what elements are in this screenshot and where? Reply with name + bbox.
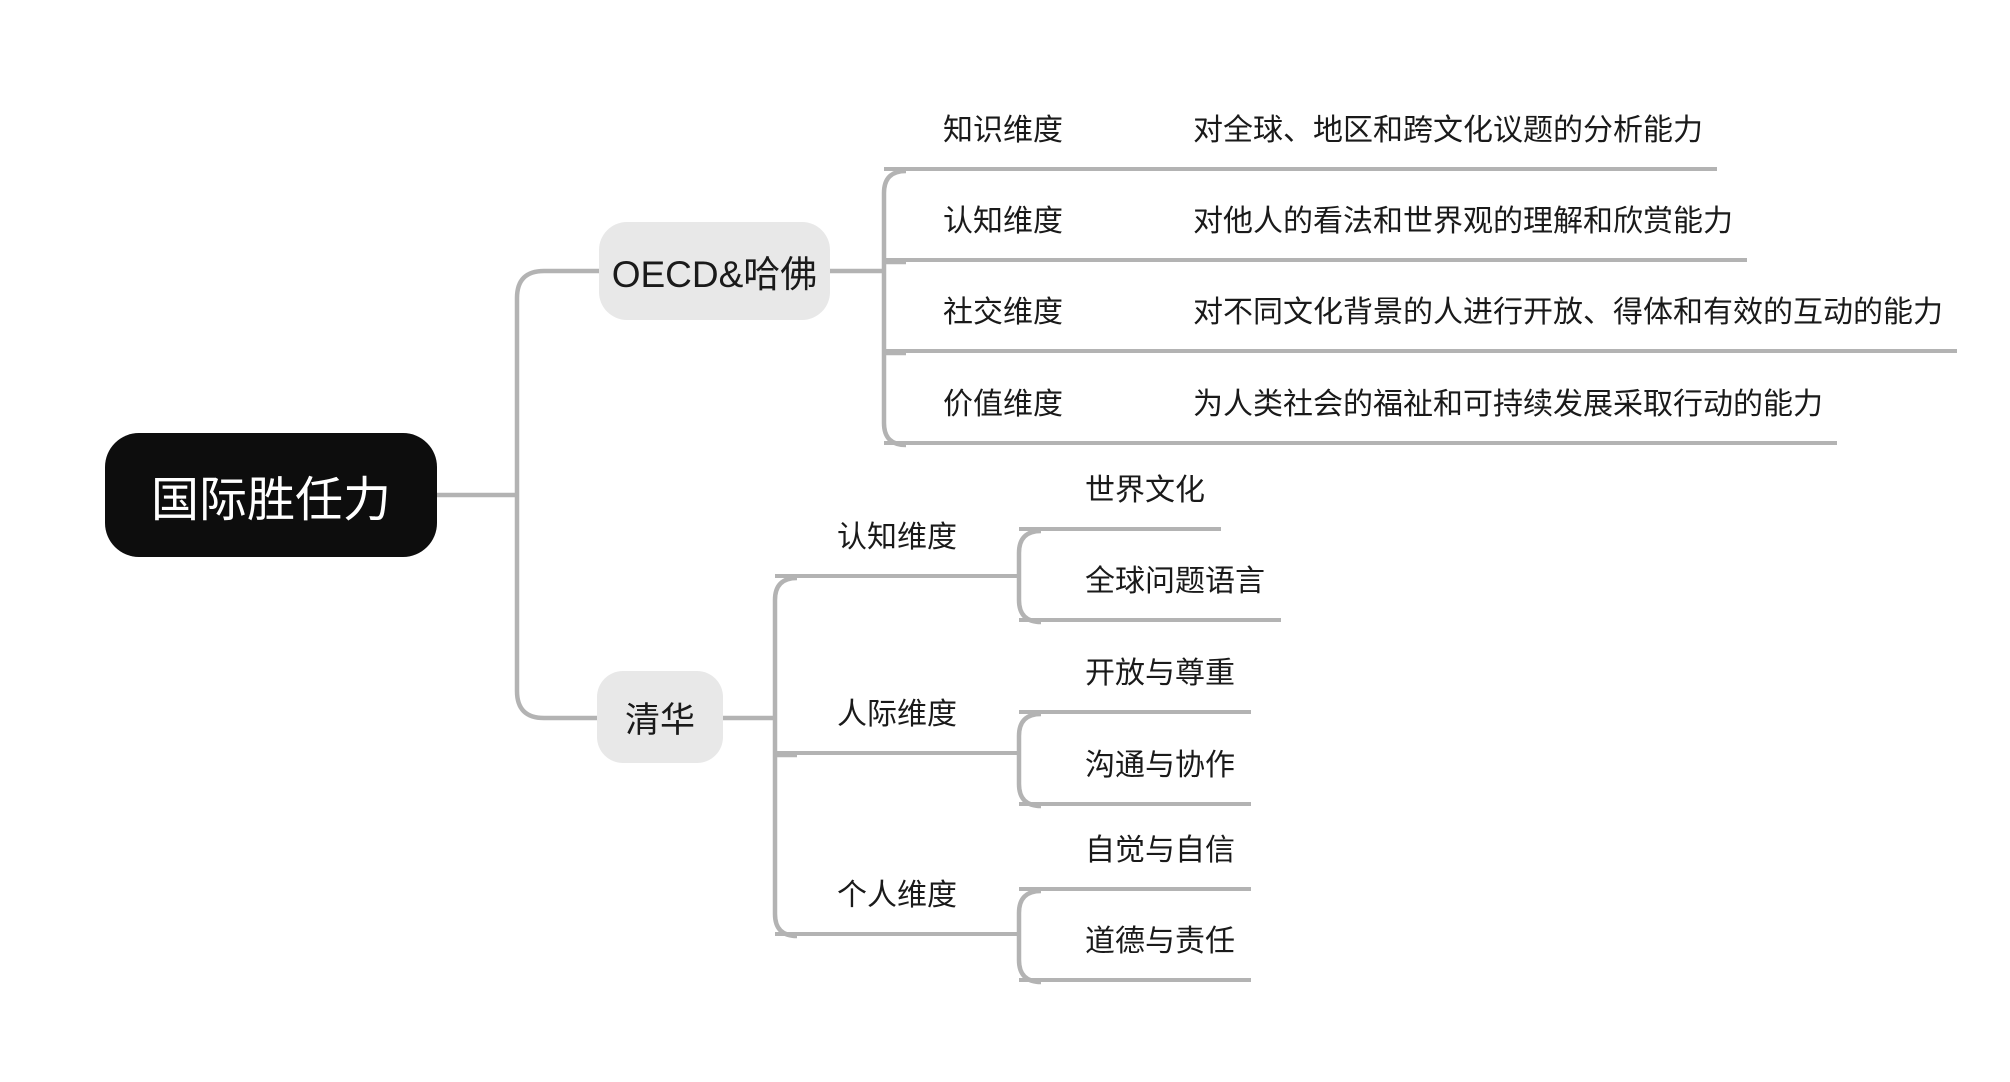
- branch-topic-oecd-harvard[interactable]: OECD&哈佛: [599, 222, 830, 320]
- subtopic-row-world-culture[interactable]: 世界文化: [1019, 469, 1221, 531]
- topic-row-interpersonal-dimension[interactable]: 人际维度: [775, 693, 1019, 755]
- topic-row-cognitive-dimension-tsinghua[interactable]: 认知维度: [775, 516, 1019, 578]
- topic-row-knowledge-dimension[interactable]: 知识维度 对全球、地区和跨文化议题的分析能力: [884, 109, 1717, 171]
- subtopic-row-awareness-confidence[interactable]: 自觉与自信: [1019, 829, 1251, 891]
- topic-description: 对他人的看法和世界观的理解和欣赏能力: [1193, 205, 1733, 238]
- topic-label: 价值维度: [943, 388, 1063, 421]
- topic-label: 知识维度: [943, 114, 1063, 147]
- subtopic-row-morality-responsibility[interactable]: 道德与责任: [1019, 920, 1251, 982]
- topic-row-cognitive-dimension[interactable]: 认知维度 对他人的看法和世界观的理解和欣赏能力: [884, 200, 1747, 262]
- topic-row-social-dimension[interactable]: 社交维度 对不同文化背景的人进行开放、得体和有效的互动的能力: [884, 291, 1957, 353]
- subtopic-row-communication-collaboration[interactable]: 沟通与协作: [1019, 744, 1251, 806]
- main-spine-line: [514, 268, 599, 721]
- root-topic[interactable]: 国际胜任力: [105, 433, 437, 557]
- subtopic-row-openness-respect[interactable]: 开放与尊重: [1019, 652, 1251, 714]
- topic-description: 为人类社会的福祉和可持续发展采取行动的能力: [1193, 388, 1823, 421]
- topic-label: 认知维度: [943, 205, 1063, 238]
- topic-description: 对全球、地区和跨文化议题的分析能力: [1193, 114, 1703, 147]
- subtopic-row-global-issues-language[interactable]: 全球问题语言: [1019, 560, 1281, 622]
- branch-topic-tsinghua[interactable]: 清华: [597, 671, 723, 763]
- topic-row-value-dimension[interactable]: 价值维度 为人类社会的福祉和可持续发展采取行动的能力: [884, 383, 1837, 445]
- topic-description: 对不同文化背景的人进行开放、得体和有效的互动的能力: [1193, 296, 1943, 329]
- topic-row-personal-dimension[interactable]: 个人维度: [775, 874, 1019, 936]
- topic-label: 社交维度: [943, 296, 1063, 329]
